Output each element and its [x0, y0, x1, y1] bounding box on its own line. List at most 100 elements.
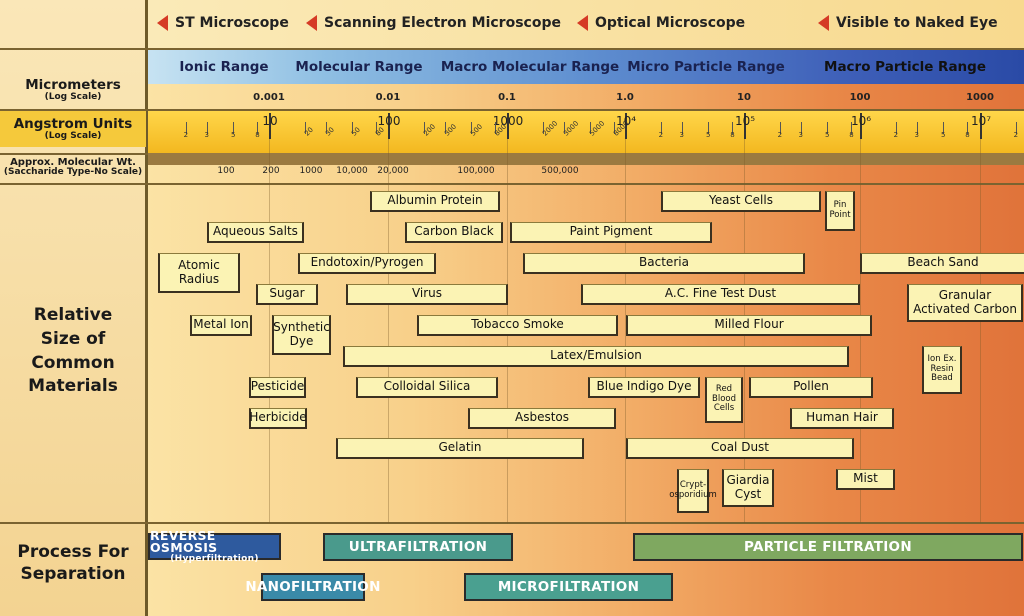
- material-bar: Herbicide: [249, 408, 307, 429]
- material-bar: Asbestos: [468, 408, 616, 429]
- material-bar: Mist: [836, 469, 895, 490]
- material-bar: Metal Ion: [190, 315, 252, 336]
- range-ionic: Ionic Range: [179, 59, 269, 75]
- angstrom-minor-tick: [376, 122, 378, 134]
- molecular-weight-label: 500,000: [541, 166, 579, 176]
- angstrom-minor-tick: [967, 122, 969, 134]
- material-bar: Milled Flour: [626, 315, 872, 336]
- angstrom-minor-label: 3: [798, 131, 803, 139]
- material-bar: Pollen: [749, 377, 873, 398]
- divider: [0, 522, 1024, 524]
- angstrom-minor-tick: [827, 122, 829, 134]
- material-bar: Crypt- osporidium: [669, 469, 717, 513]
- angstrom-minor-label: 2: [658, 131, 664, 139]
- material-bar: Pesticide: [249, 377, 306, 398]
- molecular-weight-label: 200: [262, 166, 280, 176]
- left-arrow-icon: [818, 15, 829, 31]
- material-bar: Paint Pigment: [510, 222, 712, 243]
- divider: [0, 48, 1024, 50]
- angstrom-major-tick: [269, 113, 271, 139]
- angstrom-minor-tick: [542, 122, 544, 134]
- angstrom-minor-label: 5: [705, 131, 711, 139]
- micrometer-tick-label: 1000: [966, 92, 994, 103]
- mw-title: Approx. Molecular Wt.: [10, 157, 136, 168]
- material-bar: Tobacco Smoke: [417, 315, 618, 336]
- angstrom-major-tick: [860, 113, 862, 139]
- molecular-weight-label: Approx. Molecular Wt.(Saccharide Type-No…: [0, 157, 146, 178]
- left-column-border: [145, 0, 148, 616]
- molecular-weight-label: 1000: [299, 166, 323, 176]
- left-arrow-icon: [157, 15, 168, 31]
- process-label: Process For Separation: [17, 542, 129, 585]
- molecular-weight-label: 20,000: [377, 166, 409, 176]
- molecular-weight-label: 100,000: [457, 166, 495, 176]
- angstrom-label: Angstrom Units(Log Scale): [0, 111, 146, 147]
- material-bar: Beach Sand: [860, 253, 1024, 274]
- material-bar: Human Hair: [790, 408, 894, 429]
- angstrom-minor-tick: [732, 122, 734, 134]
- micrometer-tick-label: 100: [849, 92, 871, 103]
- angstrom-minor-tick: [185, 122, 187, 134]
- angstrom-minor-tick: [943, 122, 945, 134]
- material-bar: Red Blood Cells: [705, 377, 743, 423]
- angstrom-minor-tick: [257, 122, 259, 134]
- angstrom-minor-label: 2: [1013, 131, 1019, 139]
- angstrom-minor-tick: [471, 122, 473, 134]
- micrometer-tick-label: 0.1: [498, 92, 516, 103]
- angstrom-minor-label: 3: [914, 131, 919, 139]
- angstrom-scale-band: [148, 111, 1024, 153]
- micrometer-tick-label: 10: [737, 92, 751, 103]
- process-label: MICROFILTRATION: [497, 579, 640, 595]
- range-macro-particle: Macro Particle Range: [824, 59, 986, 75]
- micrometers-label: Micrometers(Log Scale): [0, 78, 146, 103]
- micrometers-subtitle: (Log Scale): [44, 91, 102, 102]
- angstrom-minor-label: 2: [893, 131, 899, 139]
- angstrom-minor-label: 8: [255, 131, 260, 139]
- microscope-label: Visible to Naked Eye: [836, 15, 998, 31]
- microscope-optical: Optical Microscope: [577, 15, 745, 31]
- material-bar: Synthetic Dye: [272, 315, 331, 355]
- angstrom-minor-tick: [352, 122, 354, 134]
- angstrom-major-label: 10⁶: [850, 114, 872, 128]
- angstrom-major-label: 100: [377, 114, 401, 128]
- process-bar: NANOFILTRATION: [245, 573, 380, 601]
- angstrom-minor-tick: [708, 122, 710, 134]
- material-bar: Gelatin: [336, 438, 584, 459]
- material-bar: Granular Activated Carbon: [907, 284, 1023, 322]
- angstrom-minor-label: 8: [730, 131, 735, 139]
- range-macro-molecular: Macro Molecular Range: [440, 59, 620, 75]
- micrometer-tick-label: 1.0: [616, 92, 634, 103]
- material-bar: Blue Indigo Dye: [588, 377, 700, 398]
- material-bar: Sugar: [256, 284, 318, 305]
- microscope-naked-eye: Visible to Naked Eye: [818, 15, 998, 31]
- molecular-weight-label: 10,000: [336, 166, 368, 176]
- angstrom-minor-tick: [233, 122, 235, 134]
- angstrom-minor-label: 2: [777, 131, 783, 139]
- angstrom-minor-tick: [779, 122, 781, 134]
- relative-size-label: Relative Size of Common Materials: [28, 305, 118, 397]
- angstrom-minor-tick: [681, 122, 683, 134]
- process-sublabel: (Hyperfiltration): [170, 553, 259, 564]
- micrometer-tick-label: 0.001: [253, 92, 285, 103]
- angstrom-major-label: 1000: [492, 114, 524, 128]
- material-bar: Virus: [346, 284, 508, 305]
- material-bar: Giardia Cyst: [722, 469, 774, 507]
- grid-line: [388, 113, 389, 523]
- angstrom-major-label: 10: [262, 114, 278, 128]
- size-range-band: [148, 50, 1024, 84]
- grid-line: [625, 113, 626, 523]
- angstrom-minor-tick: [304, 122, 306, 134]
- angstrom-minor-label: 8: [849, 131, 854, 139]
- chart-background: [148, 0, 1024, 616]
- left-arrow-icon: [306, 15, 317, 31]
- angstrom-minor-tick: [614, 122, 616, 134]
- mw-subtitle: (Saccharide Type-No Scale): [3, 167, 143, 177]
- divider: [0, 183, 1024, 185]
- angstrom-subtitle: (Log Scale): [44, 130, 102, 141]
- material-bar: Colloidal Silica: [356, 377, 498, 398]
- angstrom-minor-label: 2: [183, 131, 189, 139]
- material-bar: Albumin Protein: [370, 191, 500, 212]
- range-molecular: Molecular Range: [295, 59, 423, 75]
- grid-line: [269, 113, 270, 523]
- micrometers-title: Micrometers: [25, 77, 121, 93]
